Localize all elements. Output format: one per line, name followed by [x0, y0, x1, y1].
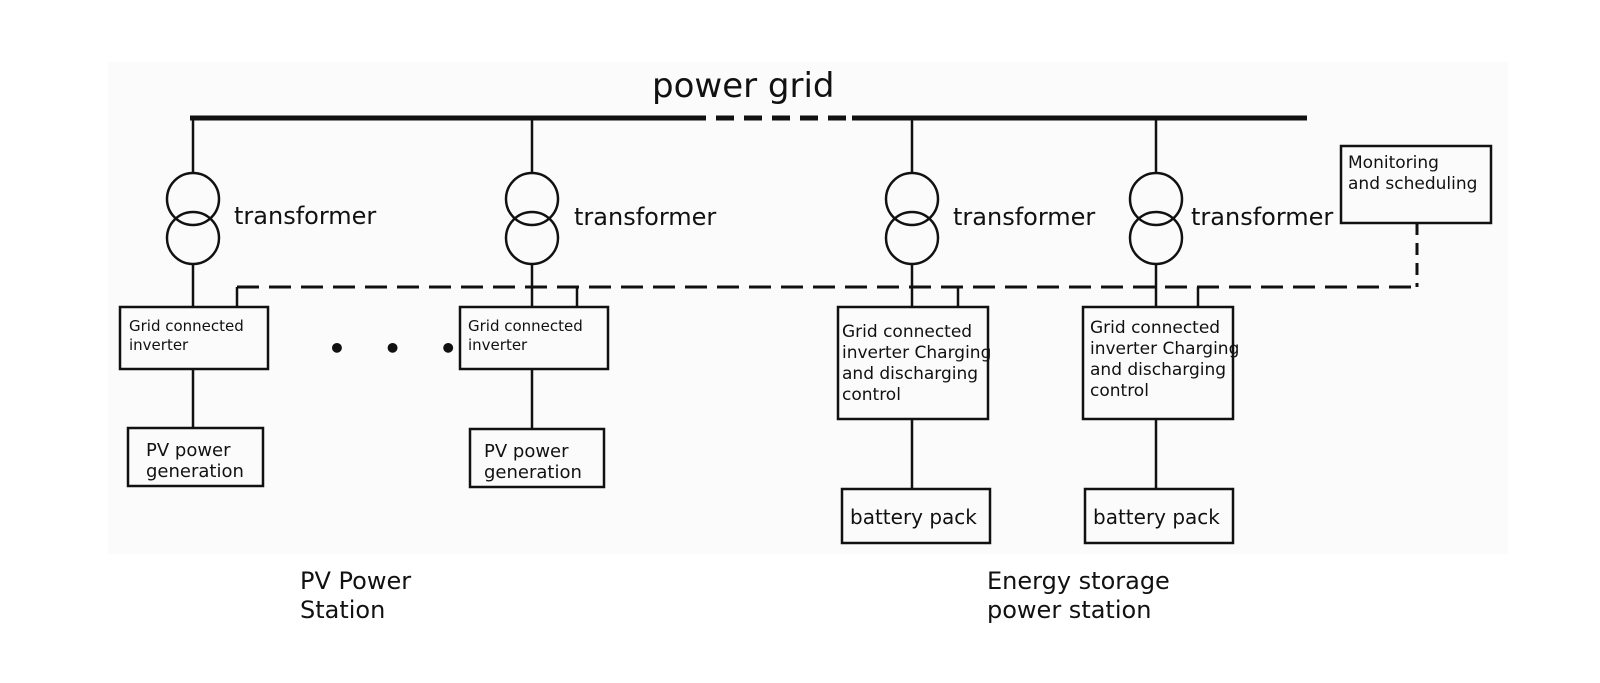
storage-station-caption: Energy storage power station — [987, 567, 1170, 624]
pv-generation-label-2: PV power generation — [484, 441, 582, 483]
pv-generation-box-1 — [126, 426, 265, 488]
pv-inverter-label-1: Grid connected inverter — [129, 317, 244, 354]
power-grid-label: power grid — [652, 66, 835, 106]
pv-generation-label-1: PV power generation — [146, 440, 244, 482]
transformer-2-coil-top — [504, 171, 560, 227]
storage-inverter-label-2: Grid connected inverter Charging and dis… — [1090, 318, 1240, 401]
transformer-1-coil-top — [165, 171, 221, 227]
ellipsis-more-stations: • • • — [328, 332, 472, 365]
pv-inverter-box-2 — [458, 305, 610, 371]
transformer-label-1: transformer — [234, 202, 377, 230]
battery-pack-box-1 — [840, 487, 992, 545]
transformer-label-4: transformer — [1191, 203, 1334, 231]
battery-pack-label-2: battery pack — [1093, 505, 1220, 529]
transformer-label-3: transformer — [953, 203, 1096, 231]
storage-inverter-box-2 — [1081, 305, 1235, 421]
monitoring-label: Monitoring and scheduling — [1348, 153, 1478, 194]
battery-pack-box-2 — [1083, 487, 1235, 545]
transformer-label-2: transformer — [574, 203, 717, 231]
pv-generation-box-2 — [468, 427, 606, 489]
pv-station-caption: PV Power Station — [300, 567, 412, 624]
diagram-background — [108, 62, 1508, 554]
pv-inverter-label-2: Grid connected inverter — [468, 317, 583, 354]
transformer-3-coil-top — [884, 171, 940, 227]
battery-pack-label-1: battery pack — [850, 505, 977, 529]
storage-inverter-label-1: Grid connected inverter Charging and dis… — [842, 322, 992, 405]
transformer-4-coil-top — [1128, 171, 1184, 227]
